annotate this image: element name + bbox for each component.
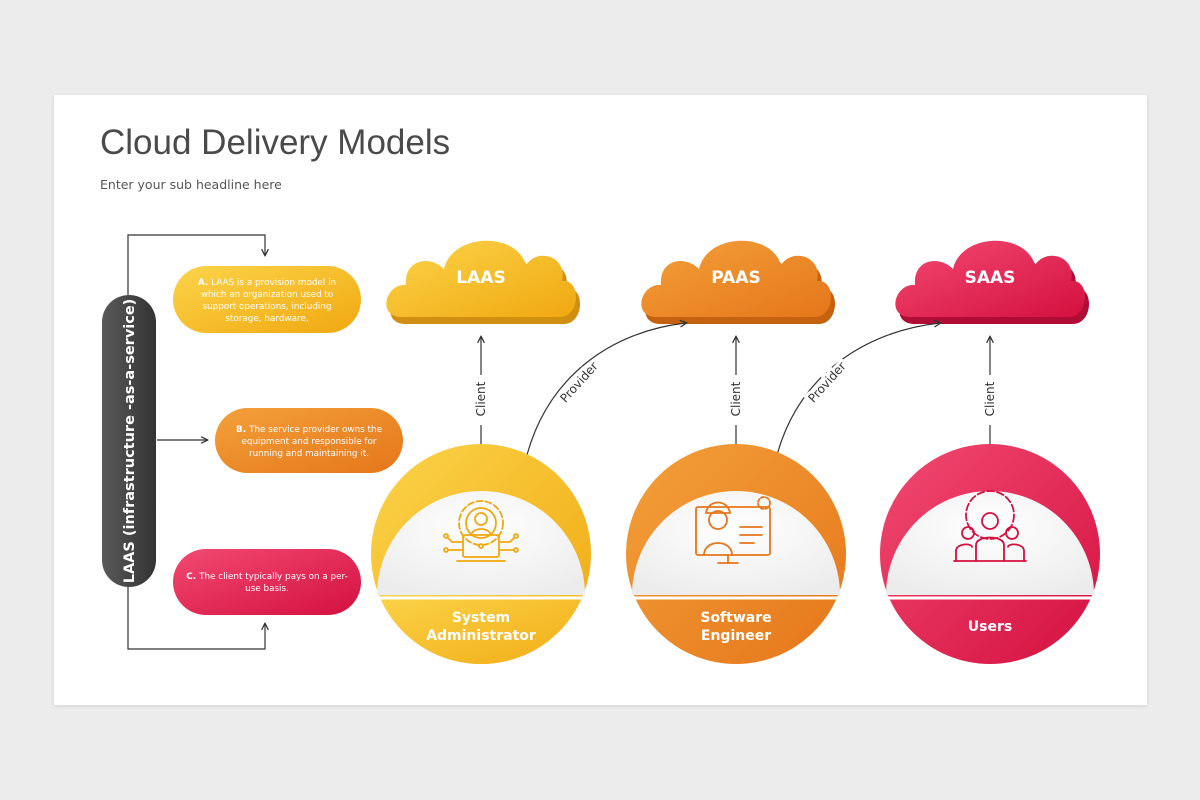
users-gear-icon [953,490,1027,562]
note-pill-c [173,549,361,615]
client-label-1: Client [474,381,488,416]
note-b-text: B. The service provider owns the equipmen… [236,425,382,459]
connector-bottom-arrow [127,585,265,650]
page-title: Cloud Delivery Models [100,123,451,162]
cloud-laas: LAAS [386,240,581,324]
role-label-line: System [452,610,510,626]
role-label-line: Engineer [701,628,771,644]
cloud-paas-label: PAAS [711,268,760,288]
note-letter: A. [198,278,211,288]
role-label-users: Users [968,619,1012,635]
provider-arrow-2 [773,323,940,468]
client-label-3: Client [983,381,997,416]
gear-person-laptop-icon [443,500,519,562]
delivery-models-diagram: LAAS (infrastructure -as-a-service) A. L… [102,234,1101,664]
note-line: use basis. [245,584,289,594]
client-label-2: Client [729,381,743,416]
provider-label-2: Provider [805,359,849,405]
connector-top-arrow [127,234,265,295]
cloud-saas-label: SAAS [965,268,1016,288]
note-pill-b [215,408,403,473]
note-line: support operations, including [202,302,331,312]
note-c-text: C. The client typically pays on a per-us… [186,572,348,594]
provider-label-1: Provider [557,359,601,405]
role-circle-users: Users [879,444,1101,664]
cloud-laas-label: LAAS [456,268,505,288]
side-bar-label: LAAS (infrastructure -as-a-service) [122,299,138,584]
cloud-paas: PAAS [641,240,836,324]
page-subtitle: Enter your sub headline here [100,177,282,192]
note-letter: C. [186,572,199,582]
note-line: which an organization used to [201,290,333,300]
engineer-monitor-icon [695,496,771,564]
role-label-line: Administrator [426,628,536,644]
note-pill-a [173,266,361,333]
role-label-line: Users [968,619,1012,635]
note-line: B. The service provider owns the [236,425,382,435]
role-label-line: Software [700,610,771,626]
provider-arrow-1 [523,323,686,468]
note-line: equipment and responsible for [241,437,376,447]
note-a-text: A. LAAS is a provision model in which an … [198,278,336,324]
note-line: A. LAAS is a provision model in [198,278,336,288]
note-line: storage, hardware, [225,314,308,324]
laas-side-bar [102,295,156,587]
note-line: running and maintaining it. [249,449,369,459]
slide: Cloud Delivery Models Enter your sub hea… [54,95,1147,705]
cloud-saas: SAAS [895,240,1090,324]
note-letter: B. [236,425,249,435]
note-line: C. The client typically pays on a per- [186,572,348,582]
